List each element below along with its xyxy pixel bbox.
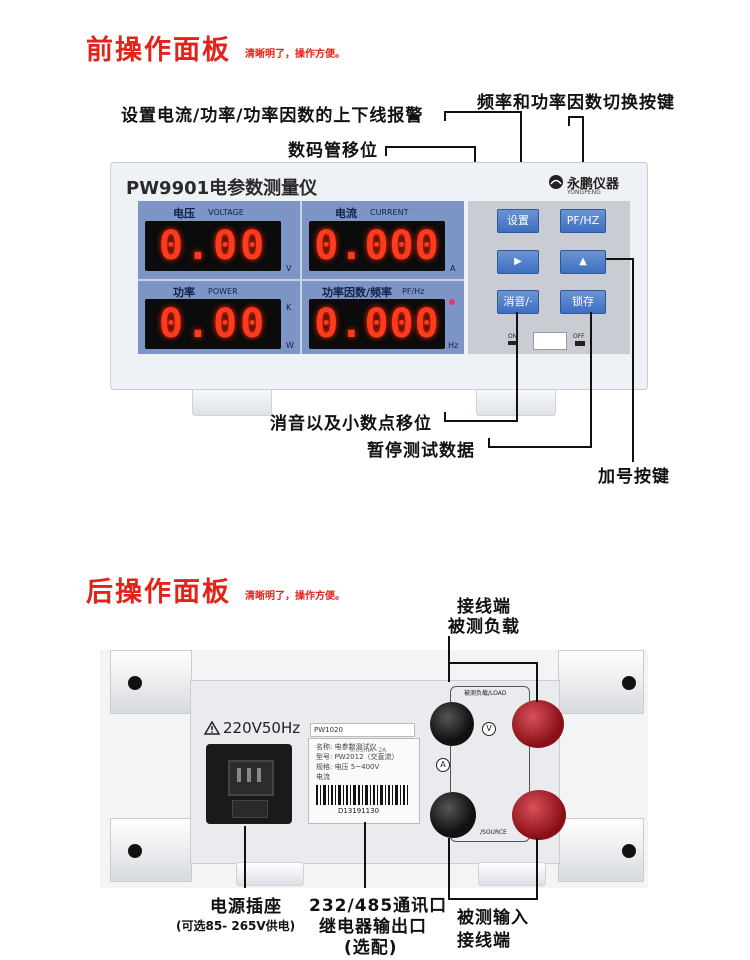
- voltage-label-en: VOLTAGE: [208, 208, 244, 217]
- spec-line-current: 电流: [316, 773, 330, 781]
- power-label-en: POWER: [208, 287, 238, 296]
- bracket-top-left: [110, 650, 192, 714]
- on-label: ON: [508, 333, 518, 340]
- rear-section-subtitle: 清晰明了，操作方便。: [245, 591, 345, 602]
- power-unit: W: [286, 341, 294, 350]
- front-section-title: 前操作面板: [86, 35, 231, 66]
- rear-foot-right: [478, 862, 546, 886]
- annotation-plus: 加号按键: [598, 467, 670, 487]
- off-label: OFF: [573, 333, 585, 340]
- power-unit-k: K: [286, 303, 292, 312]
- pf-display: 0.000: [309, 299, 445, 349]
- current-label-en: CURRENT: [370, 208, 409, 217]
- set-button[interactable]: 设置: [497, 209, 539, 233]
- annotation-power-socket-note: (可选85- 265V供电): [176, 919, 296, 933]
- spec-overlay: 0.05mA~2A: [350, 747, 387, 754]
- power-display: 0.00: [145, 299, 281, 349]
- annotation-mute: 消音以及小数点移位: [270, 414, 432, 434]
- screw-hole-icon: [622, 844, 636, 858]
- source-terminal-black[interactable]: [430, 792, 476, 838]
- pf-label-en: PF/Hz: [402, 287, 425, 296]
- bracket-bottom-left: [110, 818, 192, 882]
- annotation-power-socket: 电源插座: [210, 897, 282, 917]
- device-model: PW9901电参数测量仪: [126, 178, 318, 199]
- voltage-unit: V: [286, 264, 292, 273]
- screw-hole-icon: [128, 844, 142, 858]
- load-terminal-red[interactable]: [512, 700, 564, 748]
- annotation-switch: 频率和功率因数切换按键: [477, 93, 675, 113]
- socket-inlet: [228, 760, 274, 796]
- right-shift-button[interactable]: ▶: [497, 250, 539, 274]
- annotation-comm-line2: 继电器输出口: [319, 917, 427, 937]
- mute-button[interactable]: 消音/·: [497, 290, 539, 314]
- spec-line-name: 名称: 电参数测试仪: [316, 743, 377, 751]
- voltage-display: 0.00: [145, 221, 281, 271]
- on-marker-icon: [508, 341, 518, 345]
- power-switch[interactable]: [533, 332, 567, 350]
- brand-name-en: YONGPENG: [567, 189, 601, 196]
- barcode-icon: [316, 785, 408, 805]
- annotation-alarm: 设置电流/功率/功率因数的上下线报警: [121, 106, 424, 126]
- load-terminal-black[interactable]: [430, 702, 474, 746]
- rear-section-title: 后操作面板: [86, 577, 231, 608]
- annotation-hold: 暂停测试数据: [367, 441, 475, 461]
- plus-button[interactable]: ▲: [560, 250, 606, 274]
- lock-button[interactable]: 锁存: [560, 290, 606, 314]
- warning-icon: [204, 721, 220, 735]
- power-rating: 220V50Hz: [223, 719, 301, 737]
- off-marker-icon: [575, 341, 585, 346]
- spec-label: [308, 738, 420, 824]
- annotation-input-line2: 接线端: [457, 931, 511, 951]
- annotation-comm-line1: 232/485通讯口: [309, 896, 448, 916]
- annotation-comm-line3: (选配): [344, 938, 398, 958]
- label-top: PW1020: [310, 723, 415, 737]
- current-display: 0.000: [309, 221, 445, 271]
- alarm-indicator-icon: [449, 299, 455, 305]
- screw-hole-icon: [622, 676, 636, 690]
- pf-label: 功率因数/频率: [322, 286, 393, 299]
- serial-number: D13191130: [338, 807, 380, 815]
- voltage-label: 电压: [173, 207, 195, 220]
- spec-line-voltage: 规格: 电压 5~400V: [316, 763, 380, 771]
- annotation-digit: 数码管移位: [288, 141, 378, 161]
- fuse-holder: [232, 800, 268, 818]
- annotation-load-line1: 接线端: [457, 597, 511, 617]
- spec-line-model: 型号: PW2012（交直流）: [316, 753, 399, 761]
- screw-hole-icon: [128, 676, 142, 690]
- front-section-subtitle: 清晰明了，操作方便。: [245, 49, 345, 60]
- current-label: 电流: [335, 207, 357, 220]
- load-label: 被测负载/LOAD: [462, 688, 509, 697]
- current-unit: A: [450, 264, 456, 273]
- source-label: /SOURCE: [478, 829, 509, 836]
- brand-name: 永鹏仪器: [567, 177, 620, 192]
- pf-hz-button[interactable]: PF/HZ: [560, 209, 606, 233]
- power-label: 功率: [173, 286, 195, 299]
- pf-unit: Hz: [448, 341, 459, 350]
- source-terminal-red[interactable]: [512, 790, 566, 840]
- terminal-frame: [450, 686, 530, 842]
- annotation-load-line2: 被测负载: [448, 617, 520, 637]
- current-mark-icon: A: [436, 758, 450, 772]
- annotation-input-line1: 被测输入: [457, 908, 529, 928]
- brand-logo-icon: [549, 175, 563, 189]
- voltage-mark-icon: V: [482, 722, 496, 736]
- rear-foot-left: [236, 862, 304, 886]
